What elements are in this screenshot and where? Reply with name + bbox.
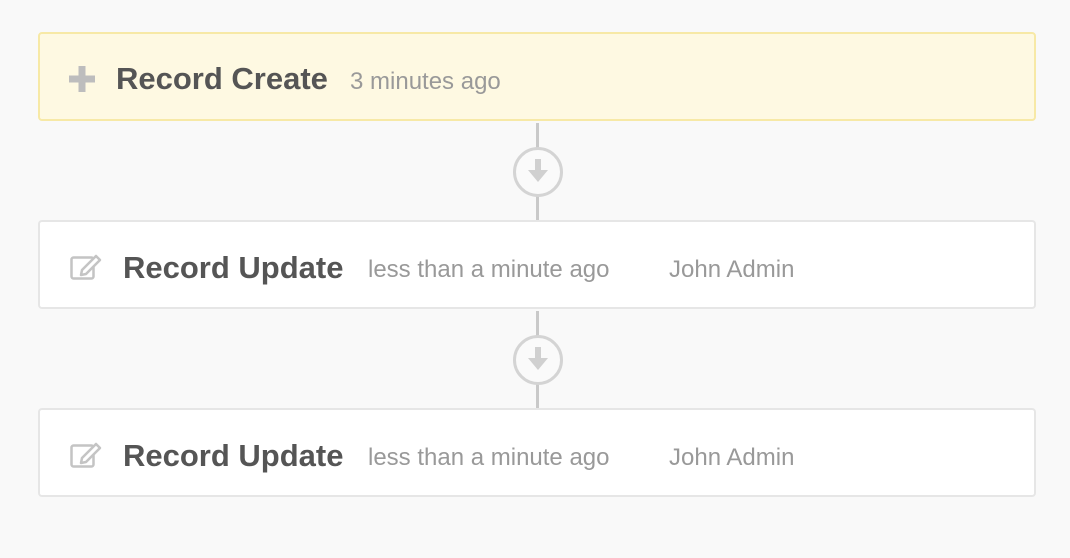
event-user[interactable]: John Admin <box>669 256 795 283</box>
edit-icon <box>70 253 102 283</box>
arrow-down-circle-icon <box>513 147 563 197</box>
event-title: Record Update <box>123 250 344 285</box>
timeline-event-record-create[interactable]: Record Create 3 minutes ago <box>38 32 1036 121</box>
plus-icon <box>68 65 96 93</box>
event-title: Record Create <box>116 61 328 96</box>
event-title: Record Update <box>123 438 344 473</box>
timeline-event-record-update[interactable]: Record Update less than a minute ago Joh… <box>38 220 1036 309</box>
event-user[interactable]: John Admin <box>669 444 795 471</box>
edit-icon <box>70 441 102 471</box>
arrow-down-circle-icon <box>513 335 563 385</box>
event-timestamp: less than a minute ago <box>368 444 610 471</box>
timeline-connector <box>513 311 563 408</box>
timeline-connector <box>513 123 563 220</box>
event-timestamp: less than a minute ago <box>368 256 610 283</box>
event-timestamp: 3 minutes ago <box>350 68 501 95</box>
timeline-event-record-update[interactable]: Record Update less than a minute ago Joh… <box>38 408 1036 497</box>
